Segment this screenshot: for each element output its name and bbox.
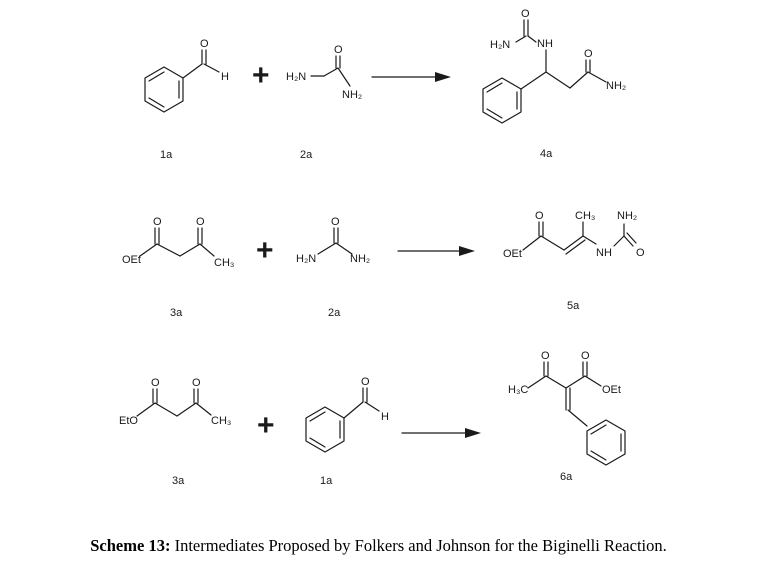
amine-group: NH₂ (342, 89, 362, 101)
carbonyl-oxygen: O (581, 350, 590, 362)
reaction-arrow (371, 72, 451, 82)
carbonyl-oxygen: O (331, 216, 340, 228)
methyl-group: CH₃ (575, 210, 595, 222)
carbonyl-oxygen: O (361, 376, 370, 388)
amine-group: H₂N (490, 39, 510, 51)
methyl-group: H₃C (508, 384, 528, 396)
urea-2a-top: H₂N O NH₂ (286, 44, 362, 101)
ester-group: OEt (122, 254, 141, 266)
carbonyl-oxygen: O (521, 8, 530, 20)
ethyl-acetoacetate-3a-middle: OEt O O CH₃ (122, 216, 234, 269)
ester-group: EtO (119, 415, 138, 427)
compound-label: 4a (540, 148, 553, 160)
nh-group: NH (596, 247, 612, 259)
carbonyl-oxygen: O (584, 48, 593, 60)
amine-group: H₂N (286, 71, 306, 83)
carbonyl-oxygen: O (200, 38, 209, 50)
benzaldehyde-1a-top: O H (144, 38, 229, 113)
carbonyl-oxygen: O (151, 377, 160, 389)
compound-label: 2a (300, 149, 313, 161)
nh-group: NH (537, 38, 553, 50)
caption-prefix: Scheme 13: (90, 536, 171, 555)
carbonyl-oxygen: O (636, 247, 645, 259)
ureido-amide-4a: NH O H₂N O NH₂ (482, 8, 626, 124)
carbonyl-oxygen: O (192, 377, 201, 389)
amine-group: NH₂ (606, 80, 626, 92)
urea-2a-middle: H₂N O NH₂ (296, 216, 370, 265)
compound-label: 3a (172, 475, 185, 487)
compound-label: 2a (328, 307, 341, 319)
aldehyde-hydrogen: H (221, 71, 229, 83)
compound-label: 5a (567, 300, 580, 312)
aldehyde-hydrogen: H (381, 411, 389, 423)
plus-sign: + (257, 409, 275, 442)
methyl-group: CH₃ (211, 415, 231, 427)
amine-group: NH₂ (350, 253, 370, 265)
compound-label: 1a (320, 475, 333, 487)
methyl-group: CH₃ (214, 257, 234, 269)
scheme-caption: Scheme 13: Intermediates Proposed by Fol… (0, 536, 757, 556)
compound-label: 6a (560, 471, 573, 483)
ester-group: OEt (503, 248, 522, 260)
amine-group: NH₂ (617, 210, 637, 222)
ureido-crotonate-5a: OEt O CH₃ NH NH₂ O (503, 210, 645, 260)
caption-text: Intermediates Proposed by Folkers and Jo… (174, 536, 667, 555)
compound-label: 3a (170, 307, 183, 319)
plus-sign: + (256, 234, 274, 267)
reaction-arrow (397, 246, 475, 256)
ethyl-acetoacetate-3a-bottom: EtO O O CH₃ (119, 377, 231, 427)
ester-group: OEt (602, 384, 621, 396)
carbonyl-oxygen: O (334, 44, 343, 56)
carbonyl-oxygen: O (153, 216, 162, 228)
reaction-arrow (401, 428, 481, 438)
carbonyl-oxygen: O (535, 210, 544, 222)
carbonyl-oxygen: O (196, 216, 205, 228)
carbonyl-oxygen: O (541, 350, 550, 362)
benzylidene-acetoacetate-6a: H₃C O O OEt (508, 350, 626, 466)
amine-group: H₂N (296, 253, 316, 265)
compound-label: 1a (160, 149, 173, 161)
benzaldehyde-1a-bottom: O H (305, 376, 389, 453)
plus-sign: + (252, 59, 270, 92)
